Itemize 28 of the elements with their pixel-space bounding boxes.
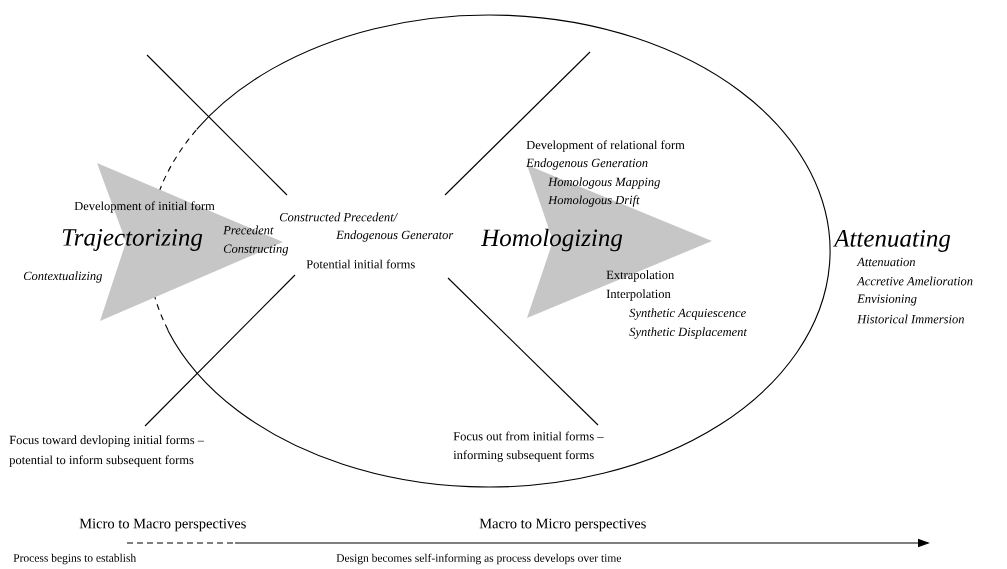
text-label: informing subsequent forms	[453, 450, 594, 462]
text-label: Historical Immersion	[857, 314, 964, 324]
text-label: Attenuation	[856, 257, 915, 267]
text-label: potential to inform subsequent forms	[9, 455, 194, 467]
text-label: Development of relational form	[526, 140, 685, 152]
phase-title: Attenuating	[832, 230, 951, 252]
text-label: Precedent	[223, 225, 274, 235]
text-label: Endogenous Generator	[336, 230, 454, 242]
text-label: Homologous Drift	[548, 195, 640, 207]
text-label: Constructing	[223, 244, 289, 256]
text-label: Interpolation	[606, 289, 671, 301]
text-label: Synthetic Acquiescence	[629, 308, 746, 320]
text-label: Endogenous Generation	[526, 158, 648, 170]
text-label: Process begins to establish	[13, 553, 137, 565]
text-label: Design becomes self-informing as process develops over time	[336, 553, 621, 565]
text-label: Contextualizing	[23, 271, 102, 283]
text-label: Focus out from initial forms –	[453, 431, 604, 441]
text-label: Homologous Mapping	[548, 177, 660, 189]
text-label: Envisioning	[857, 294, 917, 306]
text-label: Synthetic Displacement	[629, 327, 748, 339]
text-label: Constructed Precedent/	[279, 212, 399, 222]
text-label: Macro to Micro perspectives	[479, 518, 646, 532]
text-label: Extrapolation	[606, 270, 675, 282]
text-label: Focus toward devloping initial forms –	[9, 435, 205, 447]
text-label: Micro to Macro perspectives	[79, 518, 246, 532]
text-label: Accretive Amelioration	[856, 276, 973, 286]
text-label: Potential initial forms	[306, 259, 415, 269]
text-label: Development of initial form	[74, 201, 215, 213]
